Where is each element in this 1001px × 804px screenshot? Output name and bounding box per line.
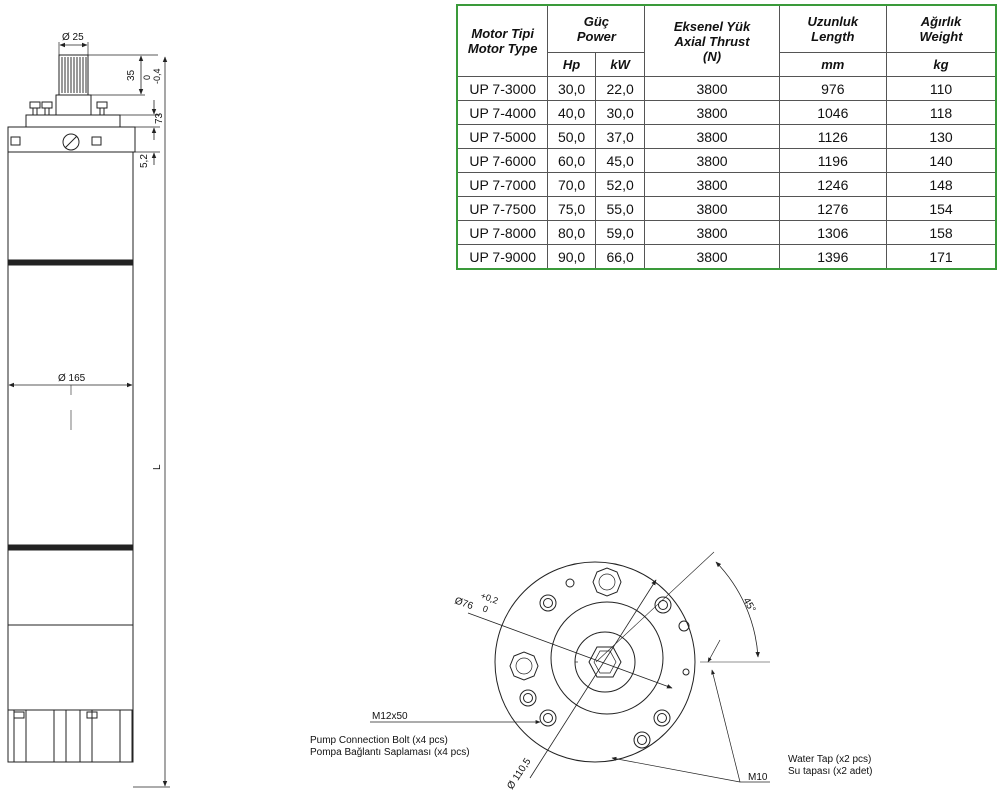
cell: UP 7-5000 — [456, 124, 549, 149]
cell: 80,0 — [547, 220, 596, 245]
motor-end-view — [370, 551, 770, 783]
cell: 3800 — [644, 124, 780, 149]
cell: 90,0 — [547, 244, 596, 270]
label-bolt-en: Pump Connection Bolt (x4 pcs) — [310, 735, 448, 746]
cell: 110 — [886, 76, 997, 101]
label-tap-en: Water Tap (x2 pcs) — [788, 754, 871, 765]
shaft-hex — [588, 646, 622, 678]
label-tol-zero: 0 — [142, 75, 152, 80]
label-shaft-len: 35 — [126, 69, 137, 81]
label-tap-tr: Su tapası (x2 adet) — [788, 766, 873, 777]
outer-flange — [494, 561, 696, 763]
label-tol-neg: -0,4 — [152, 68, 162, 84]
shaft-spline — [61, 57, 87, 93]
cell: 148 — [886, 172, 997, 197]
cell: 1306 — [778, 220, 888, 245]
end-view-labels: Ø76 +0,2 0 45° Ø 110,5 M12x50 Pump Conne… — [310, 590, 873, 791]
cell: 140 — [886, 148, 997, 173]
cell: 3800 — [644, 100, 780, 125]
cell: 45,0 — [594, 148, 646, 173]
cell: UP 7-3000 — [456, 76, 549, 101]
cell: UP 7-6000 — [456, 148, 549, 173]
cell: 3800 — [644, 76, 780, 101]
cell: 1126 — [778, 124, 888, 149]
cell: 30,0 — [594, 100, 646, 125]
label-body-dia: Ø 165 — [58, 373, 86, 384]
label-bore-tol-up: +0,2 — [479, 590, 499, 605]
cell: 1246 — [778, 172, 888, 197]
motor-body — [7, 151, 134, 763]
cell: UP 7-4000 — [456, 100, 549, 125]
cell: UP 7-8000 — [456, 220, 549, 245]
label-angle: 45° — [740, 596, 757, 615]
cell: 3800 — [644, 148, 780, 173]
small-bolts — [519, 594, 690, 749]
cell: 40,0 — [547, 100, 596, 125]
label-gap: 5,2 — [139, 154, 150, 168]
label-outer-dia: Ø 110,5 — [505, 756, 533, 792]
cell: 1196 — [778, 148, 888, 173]
cell: 3800 — [644, 172, 780, 197]
cell: UP 7-9000 — [456, 244, 549, 270]
cell: 1046 — [778, 100, 888, 125]
unit-kw: kW — [594, 52, 646, 77]
cell: 55,0 — [594, 196, 646, 221]
label-tap: M10 — [748, 772, 768, 783]
cell: 1276 — [778, 196, 888, 221]
cell: 3800 — [644, 244, 780, 270]
cell: 3800 — [644, 196, 780, 221]
cell: 75,0 — [547, 196, 596, 221]
cell: 37,0 — [594, 124, 646, 149]
cell: 1396 — [778, 244, 888, 270]
cell: 154 — [886, 196, 997, 221]
cell: 60,0 — [547, 148, 596, 173]
unit-mm: mm — [778, 52, 888, 77]
cell: 118 — [886, 100, 997, 125]
label-length: L — [152, 464, 163, 470]
unit-kg: kg — [886, 52, 997, 77]
cell: 171 — [886, 244, 997, 270]
cell: 59,0 — [594, 220, 646, 245]
cell: UP 7-7000 — [456, 172, 549, 197]
label-bore: Ø76 — [453, 595, 475, 612]
inner-ring — [550, 601, 664, 715]
cell: UP 7-7500 — [456, 196, 549, 221]
cell: 130 — [886, 124, 997, 149]
cell: 52,0 — [594, 172, 646, 197]
label-bolt-tr: Pompa Bağlantı Saplaması (x4 pcs) — [310, 747, 470, 758]
side-view-labels: Ø 25 35 0 -0,4 73 5,2 Ø 165 L — [58, 32, 165, 470]
label-bolt: M12x50 — [372, 711, 408, 722]
cell: 70,0 — [547, 172, 596, 197]
cell: 976 — [778, 76, 888, 101]
label-shaft-dia: Ø 25 — [62, 32, 84, 43]
label-bore-tol-lo: 0 — [481, 603, 489, 614]
cell: 3800 — [644, 220, 780, 245]
pump-bolts — [509, 567, 622, 681]
cell: 158 — [886, 220, 997, 245]
cell: 30,0 — [547, 76, 596, 101]
unit-hp: Hp — [547, 52, 596, 77]
cell: 22,0 — [594, 76, 646, 101]
label-flange-h: 73 — [154, 112, 165, 124]
motor-side-view — [7, 42, 170, 788]
cell: 50,0 — [547, 124, 596, 149]
cell: 66,0 — [594, 244, 646, 270]
